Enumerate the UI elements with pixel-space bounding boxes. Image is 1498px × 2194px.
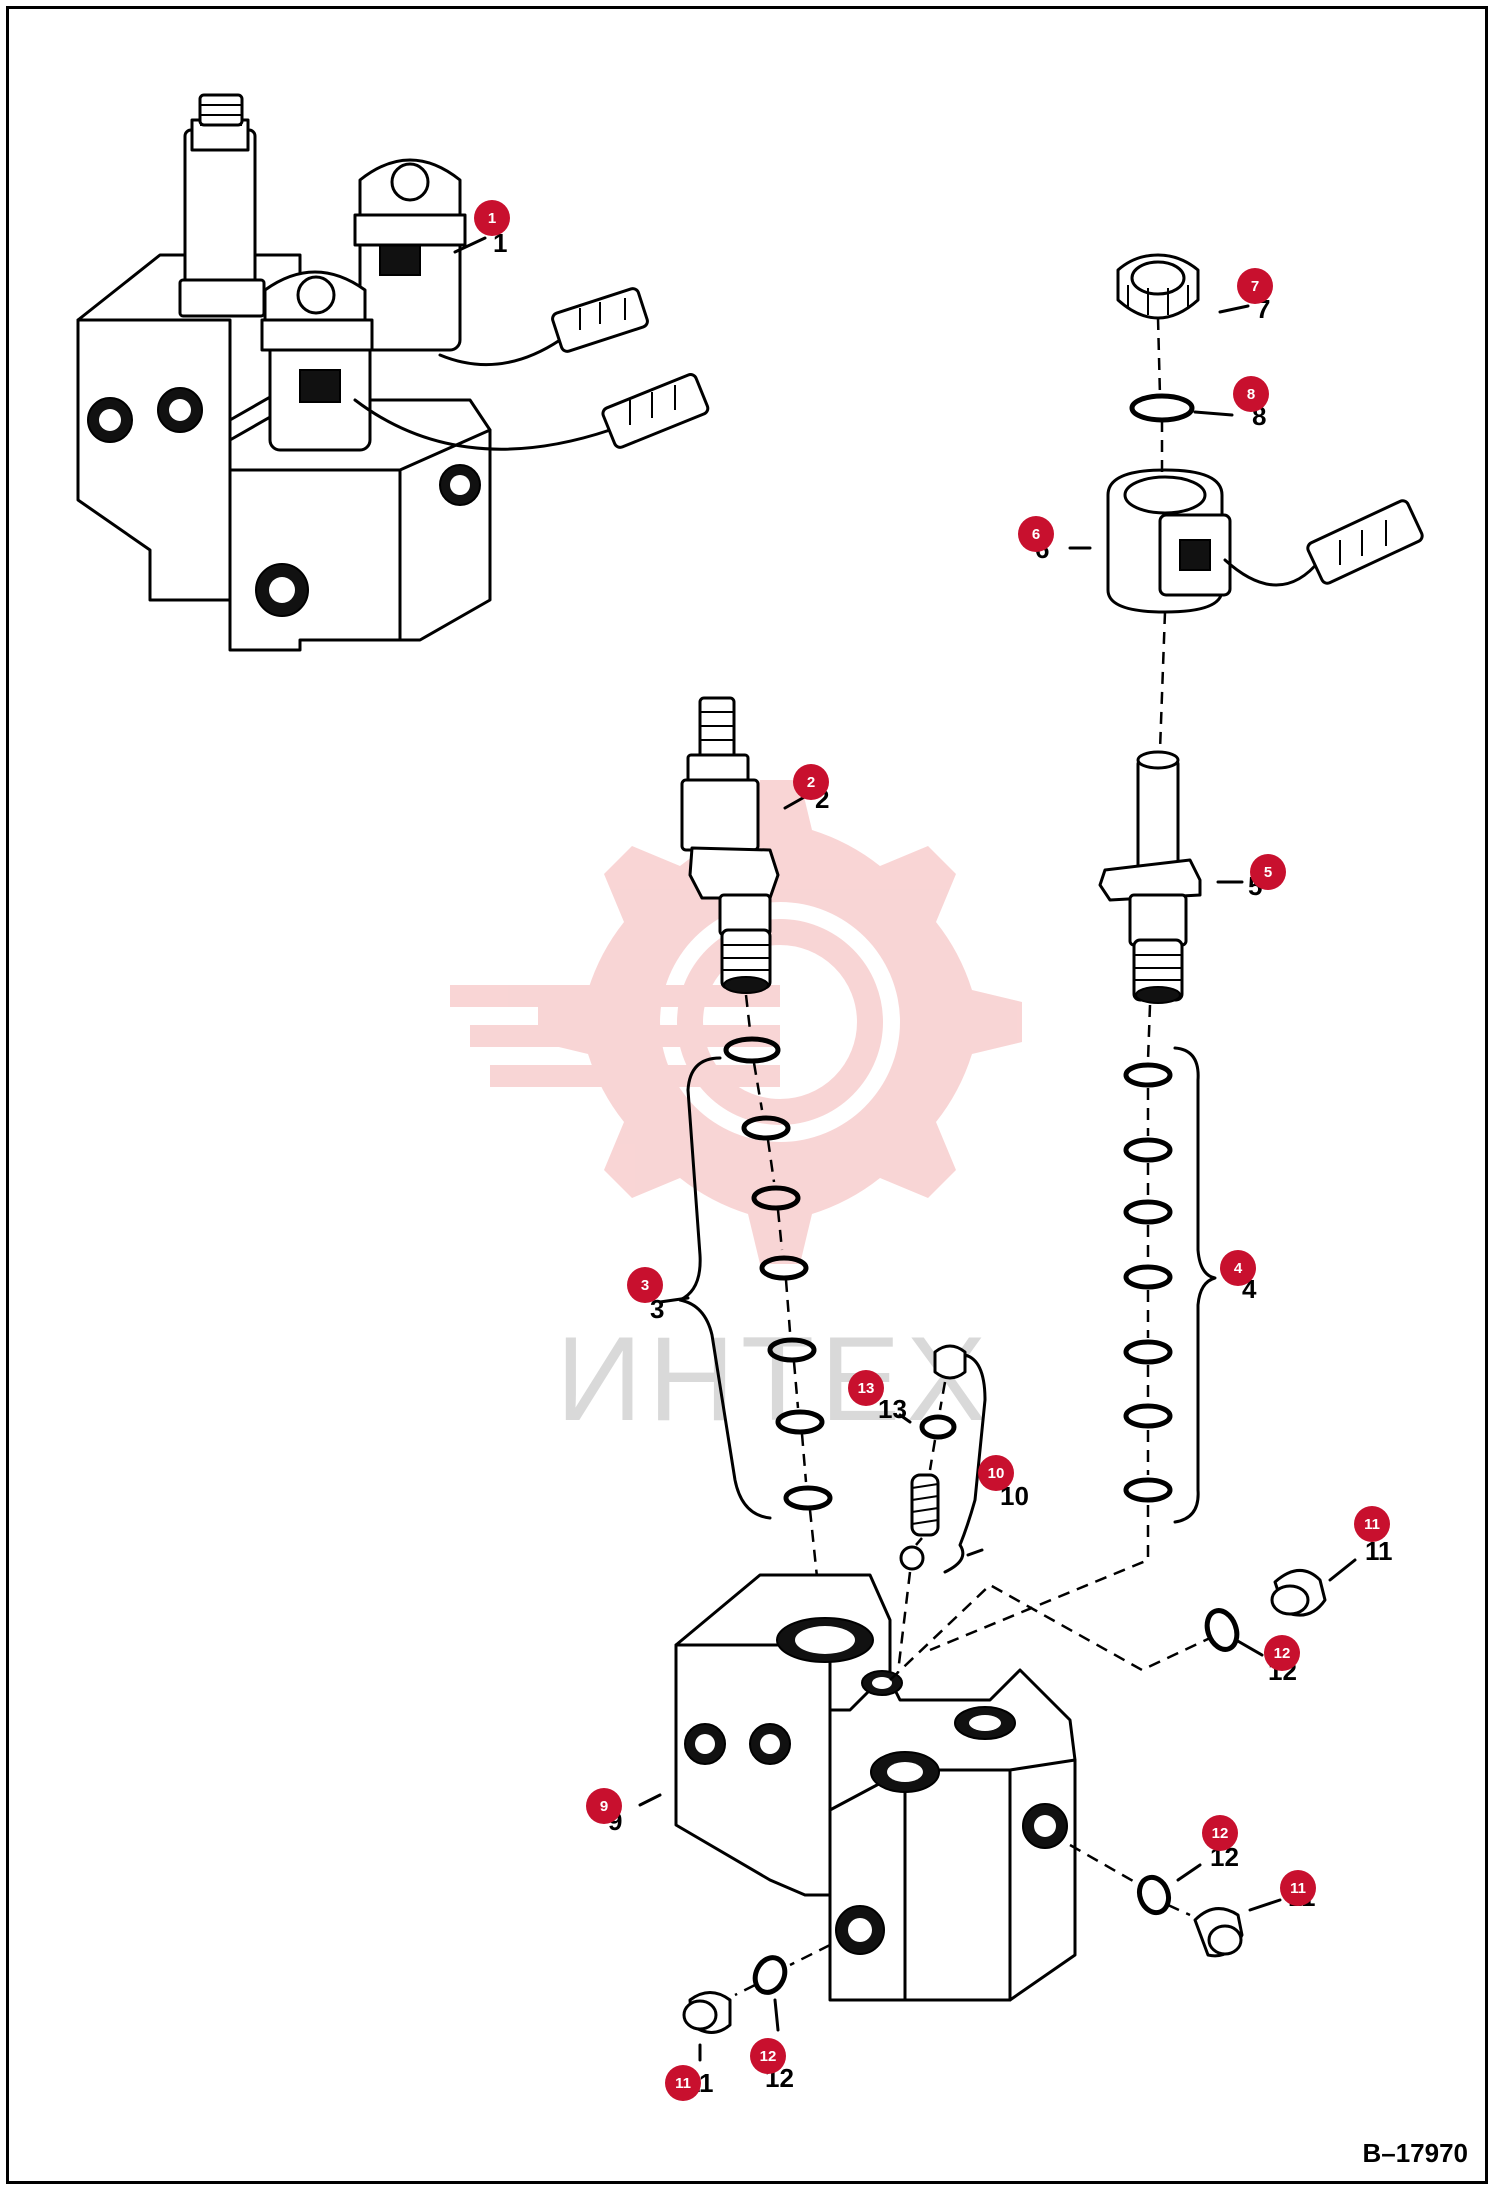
callout-6[interactable]: 6 — [1018, 516, 1054, 552]
check-valve — [896, 1344, 987, 1673]
plugs — [682, 1569, 1327, 2034]
callout-12[interactable]: 12 — [1202, 1815, 1238, 1851]
svg-text:7: 7 — [1251, 278, 1259, 295]
callout-13[interactable]: 13 — [848, 1370, 884, 1406]
part-number: 3 — [650, 1294, 664, 1324]
callout-3[interactable]: 3 — [627, 1267, 663, 1303]
svg-text:11: 11 — [1364, 1516, 1380, 1533]
assembled-valve — [76, 93, 710, 652]
callout-9[interactable]: 9 — [586, 1788, 622, 1824]
leader-lines — [453, 236, 1357, 2062]
callout-11[interactable]: 11 — [1280, 1870, 1316, 1906]
svg-text:5: 5 — [1264, 864, 1272, 881]
callout-10[interactable]: 10 — [978, 1455, 1014, 1491]
drawing-code: B–17970 — [1362, 2138, 1468, 2168]
cartridge-left — [680, 696, 780, 994]
svg-text:2: 2 — [807, 774, 815, 791]
part-number: 1 — [493, 228, 507, 258]
svg-text:12: 12 — [1274, 1645, 1291, 1662]
drawing-frame — [6, 6, 1488, 2184]
callout-12[interactable]: 12 — [1264, 1635, 1300, 1671]
svg-text:1: 1 — [488, 210, 496, 227]
svg-text:11: 11 — [675, 2075, 691, 2092]
svg-text:8: 8 — [1247, 386, 1255, 403]
callout-1[interactable]: 1 — [474, 200, 510, 236]
callout-7[interactable]: 7 — [1237, 268, 1273, 304]
watermark-logo — [450, 780, 1022, 1264]
callout-4[interactable]: 4 — [1220, 1250, 1256, 1286]
svg-text:4: 4 — [1234, 1260, 1243, 1277]
svg-text:9: 9 — [600, 1798, 608, 1815]
part-number: 13 — [878, 1394, 907, 1424]
svg-text:12: 12 — [760, 2048, 777, 2065]
svg-text:13: 13 — [858, 1380, 875, 1397]
callout-8[interactable]: 8 — [1233, 376, 1269, 412]
callout-12[interactable]: 12 — [750, 2038, 786, 2074]
svg-text:10: 10 — [988, 1465, 1005, 1482]
callout-2[interactable]: 2 — [793, 764, 829, 800]
callout-11[interactable]: 11 — [665, 2065, 701, 2101]
callout-11[interactable]: 11 — [1354, 1506, 1390, 1542]
svg-text:11: 11 — [1290, 1880, 1306, 1897]
oring-column-right — [929, 1004, 1217, 1652]
coil-stack — [1098, 253, 1424, 1004]
valve-body — [674, 1573, 1211, 2002]
callout-5[interactable]: 5 — [1250, 854, 1286, 890]
callouts: 1 2 3 4 5 6 7 8 9 10 11 12 12 11 11 12 1… — [474, 200, 1390, 2101]
svg-text:3: 3 — [641, 1277, 649, 1294]
svg-text:12: 12 — [1212, 1825, 1229, 1842]
svg-text:6: 6 — [1032, 526, 1040, 543]
watermark-text: ИНТЕХ — [556, 1312, 992, 1446]
